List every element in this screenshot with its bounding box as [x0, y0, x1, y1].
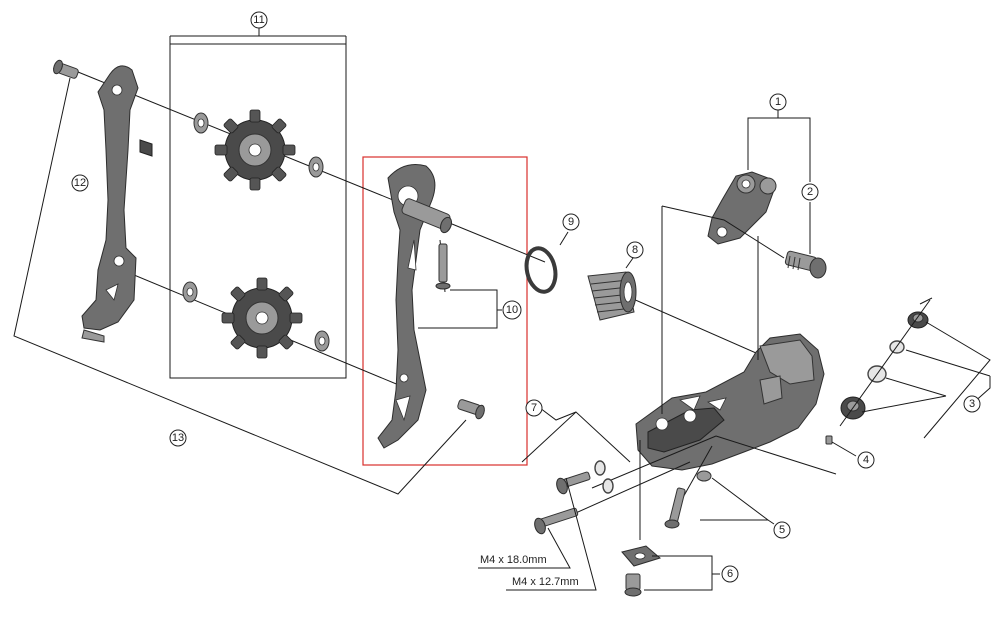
svg-text:4: 4 [863, 454, 869, 466]
body-bolt-part [664, 445, 713, 529]
bolt-12mm-part [556, 471, 591, 495]
cap-bolt-part [907, 297, 933, 329]
bolt-18mm-part [534, 507, 579, 535]
callout-1-bracket [747, 110, 811, 182]
outer-plate-part [81, 65, 153, 343]
inner-plate-screw-part [435, 239, 451, 293]
part-3-axis-line [839, 299, 931, 427]
callout-6-bracket [644, 555, 720, 591]
svg-text:8: 8 [632, 244, 638, 256]
dimension-label-12mm: M4 x 12.7mm [512, 576, 579, 588]
mounting-axis-lines [639, 206, 759, 540]
callout-6: 6 [721, 565, 739, 583]
cable-nut-part [624, 573, 642, 597]
washer-pair-part [594, 460, 614, 494]
lower-pin-part [457, 399, 485, 420]
callout-2: 2 [801, 183, 819, 201]
tension-spring-part [587, 257, 637, 321]
svg-text:3: 3 [969, 398, 975, 410]
pulley-set-box [169, 43, 347, 379]
callout-7-bracket [521, 407, 631, 463]
lower-pulley-part [182, 277, 330, 359]
callout-5-bracket [700, 477, 775, 525]
b-link-part [707, 171, 777, 245]
svg-text:9: 9 [568, 216, 574, 228]
callout-11-bracket [169, 28, 347, 44]
snap-ring-part [524, 231, 569, 294]
svg-text:12: 12 [74, 177, 86, 189]
callout-3-bracket [861, 321, 991, 439]
callout-1: 1 [769, 93, 787, 111]
callout-4: 4 [857, 451, 875, 469]
inner-plate-highlight-box [362, 156, 528, 466]
callout-13-bracket [13, 77, 467, 495]
callout-7: 7 [525, 399, 543, 417]
svg-text:6: 6 [727, 568, 733, 580]
callout-8: 8 [626, 241, 644, 259]
set-screw-part [825, 435, 857, 457]
svg-text:10: 10 [506, 304, 518, 316]
callout-5: 5 [773, 521, 791, 539]
inner-plate-part [377, 164, 453, 449]
body-guide-lines [559, 435, 837, 521]
callout-3: 3 [963, 395, 981, 413]
callout-11: 11 [250, 11, 268, 29]
b-tension-bolt-part [784, 250, 827, 279]
cable-plate-part [621, 545, 662, 567]
upper-pulley-part [193, 109, 324, 191]
main-body-part [635, 333, 825, 471]
callout-13: 13 [169, 429, 187, 447]
callout-10-bracket [418, 289, 502, 329]
dimension-leader-18mm [478, 527, 571, 569]
svg-text:5: 5 [779, 524, 785, 536]
svg-text:11: 11 [253, 14, 264, 26]
dimension-label-18mm: M4 x 18.0mm [480, 554, 547, 566]
callout-10: 10 [502, 300, 522, 320]
callout-9: 9 [562, 213, 580, 231]
b-link-axle-line [661, 205, 785, 259]
svg-text:2: 2 [807, 186, 813, 198]
pivot-pin-part [53, 59, 79, 79]
svg-text:7: 7 [531, 402, 537, 414]
dimension-leader-12mm [506, 477, 597, 591]
svg-text:1: 1 [775, 96, 781, 108]
svg-text:13: 13 [172, 432, 184, 444]
callout-12: 12 [71, 174, 89, 192]
